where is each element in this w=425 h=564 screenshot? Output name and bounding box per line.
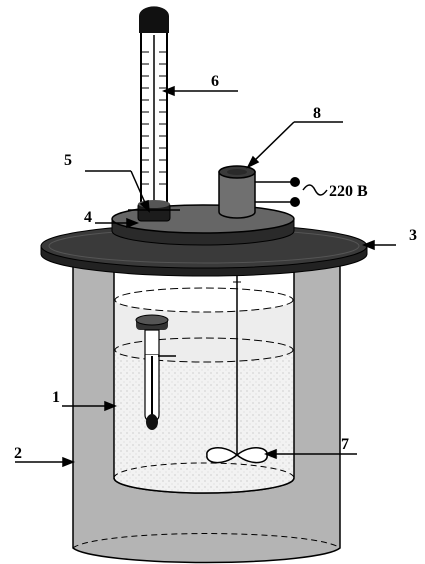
label-1: 1 bbox=[52, 389, 60, 406]
label-6: 6 bbox=[211, 73, 219, 90]
thermometer bbox=[128, 6, 180, 222]
label-5: 5 bbox=[64, 152, 72, 169]
voltage-label: 220 В bbox=[329, 183, 368, 200]
leader-lines bbox=[15, 85, 396, 468]
label-4: 4 bbox=[84, 209, 92, 226]
label-3: 3 bbox=[409, 227, 417, 244]
power-terminals bbox=[255, 177, 328, 207]
label-7: 7 bbox=[341, 436, 349, 453]
label-2: 2 bbox=[14, 445, 22, 462]
inner-thermometer bbox=[135, 314, 176, 430]
label-8: 8 bbox=[313, 105, 321, 122]
heater bbox=[218, 165, 256, 219]
